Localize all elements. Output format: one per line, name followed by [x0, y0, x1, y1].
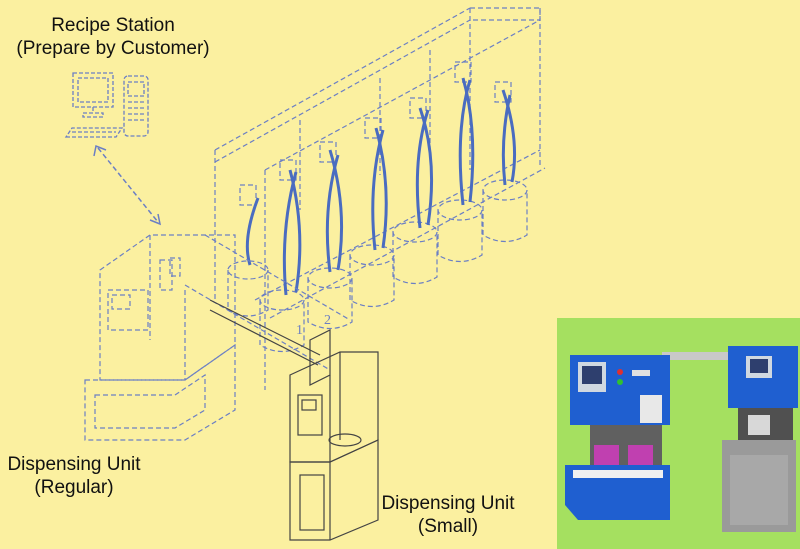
barrel-rack	[214, 7, 546, 390]
dispensing-unit-regular-drawing	[84, 234, 351, 441]
machine-photo	[557, 318, 800, 549]
hoses	[245, 77, 517, 296]
recipe-station-label: Recipe Station (Prepare by Customer)	[8, 14, 218, 60]
dispensing-unit-regular-subtitle: (Regular)	[34, 477, 114, 498]
keyboard-icon	[64, 127, 124, 138]
computer-monitor-icon	[72, 72, 114, 118]
dispensing-unit-regular-label: Dispensing Unit (Regular)	[4, 453, 144, 499]
dispensing-unit-small-drawing	[209, 299, 379, 541]
printer-icon	[123, 75, 149, 137]
bidirectional-arrow-icon	[93, 144, 162, 226]
dispensing-unit-regular-title: Dispensing Unit	[7, 454, 141, 475]
callout-2: 2	[324, 313, 331, 328]
callout-1: 1	[296, 323, 303, 338]
dispensing-unit-small-subtitle: (Small)	[417, 516, 479, 537]
recipe-station-subtitle: (Prepare by Customer)	[16, 38, 210, 59]
dispensing-unit-small-label: Dispensing Unit (Small)	[378, 492, 518, 538]
dispensing-unit-small-title: Dispensing Unit	[381, 493, 515, 514]
recipe-station-title: Recipe Station	[51, 15, 175, 36]
